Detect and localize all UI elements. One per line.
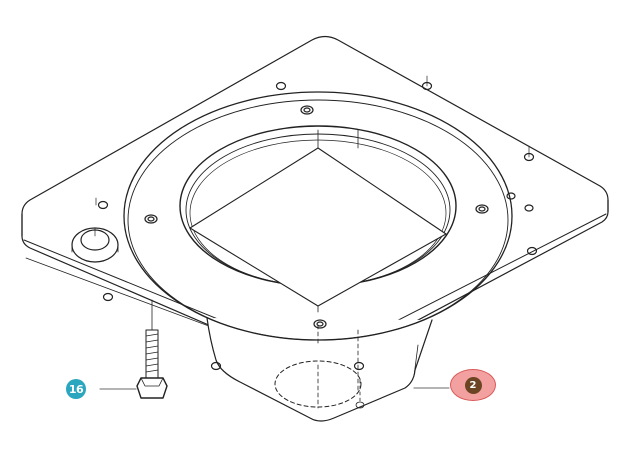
callout-badge-16[interactable]: 16 [66, 379, 86, 399]
callout-badge-2-highlight[interactable]: 2 [450, 369, 496, 401]
callout-badge-2[interactable]: 2 [464, 376, 482, 394]
